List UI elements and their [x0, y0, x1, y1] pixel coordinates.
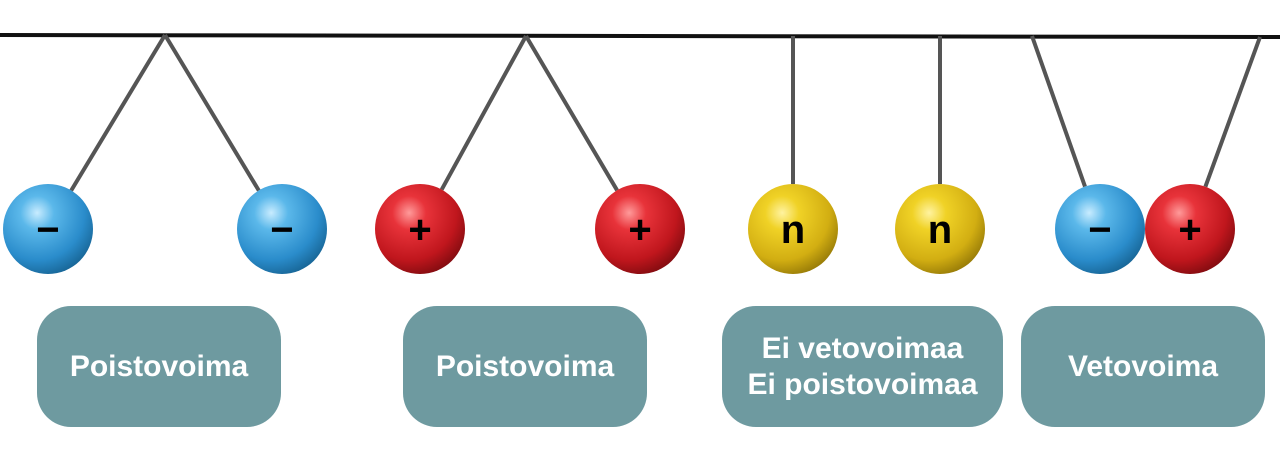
label-text: Poistovoima [435, 349, 615, 383]
neutral-charge-symbol: n [781, 208, 805, 252]
neutral-ball: n [895, 184, 985, 274]
negative-charge-symbol: − [36, 208, 59, 252]
string-attraction-2 [1203, 36, 1262, 188]
label-text: Ei poistovoimaa [747, 367, 978, 401]
neutral-ball: n [748, 184, 838, 274]
label-box-repulsion-positive: Poistovoima [403, 306, 647, 427]
positive-ball: + [1145, 184, 1235, 274]
negative-ball-body [237, 184, 327, 274]
negative-charge-symbol: − [270, 208, 293, 252]
label-box-attraction: Vetovoima [1021, 306, 1265, 427]
balls: − − + + n n − + [3, 184, 1235, 274]
positive-ball-body [375, 184, 465, 274]
negative-ball: − [237, 184, 327, 274]
negative-ball: − [3, 184, 93, 274]
positive-charge-symbol: + [628, 208, 651, 252]
strings [69, 33, 1262, 192]
negative-ball: − [1055, 184, 1145, 274]
string-attraction-1 [1030, 35, 1087, 188]
negative-ball-body [1055, 184, 1145, 274]
string-repulsion-positive-1 [439, 35, 528, 191]
negative-charge-symbol: − [1088, 208, 1111, 252]
suspension-rod [0, 33, 1280, 39]
neutral-ball-body [748, 184, 838, 274]
label-text: Ei vetovoimaa [761, 331, 964, 365]
positive-ball-body [595, 184, 685, 274]
positive-charge-symbol: + [408, 208, 431, 252]
negative-ball-body [3, 184, 93, 274]
neutral-ball-body [895, 184, 985, 274]
positive-ball-body [1145, 184, 1235, 274]
positive-charge-symbol: + [1178, 208, 1201, 252]
label-box-repulsion-negative: Poistovoima [37, 306, 281, 427]
string-repulsion-negative-1 [69, 33, 167, 192]
string-repulsion-positive-2 [524, 34, 619, 192]
positive-ball: + [375, 184, 465, 274]
neutral-charge-symbol: n [928, 208, 952, 252]
string-repulsion-negative-2 [163, 33, 261, 192]
label-text: Vetovoima [1067, 349, 1219, 383]
positive-ball: + [595, 184, 685, 274]
label-text: Poistovoima [69, 349, 249, 383]
